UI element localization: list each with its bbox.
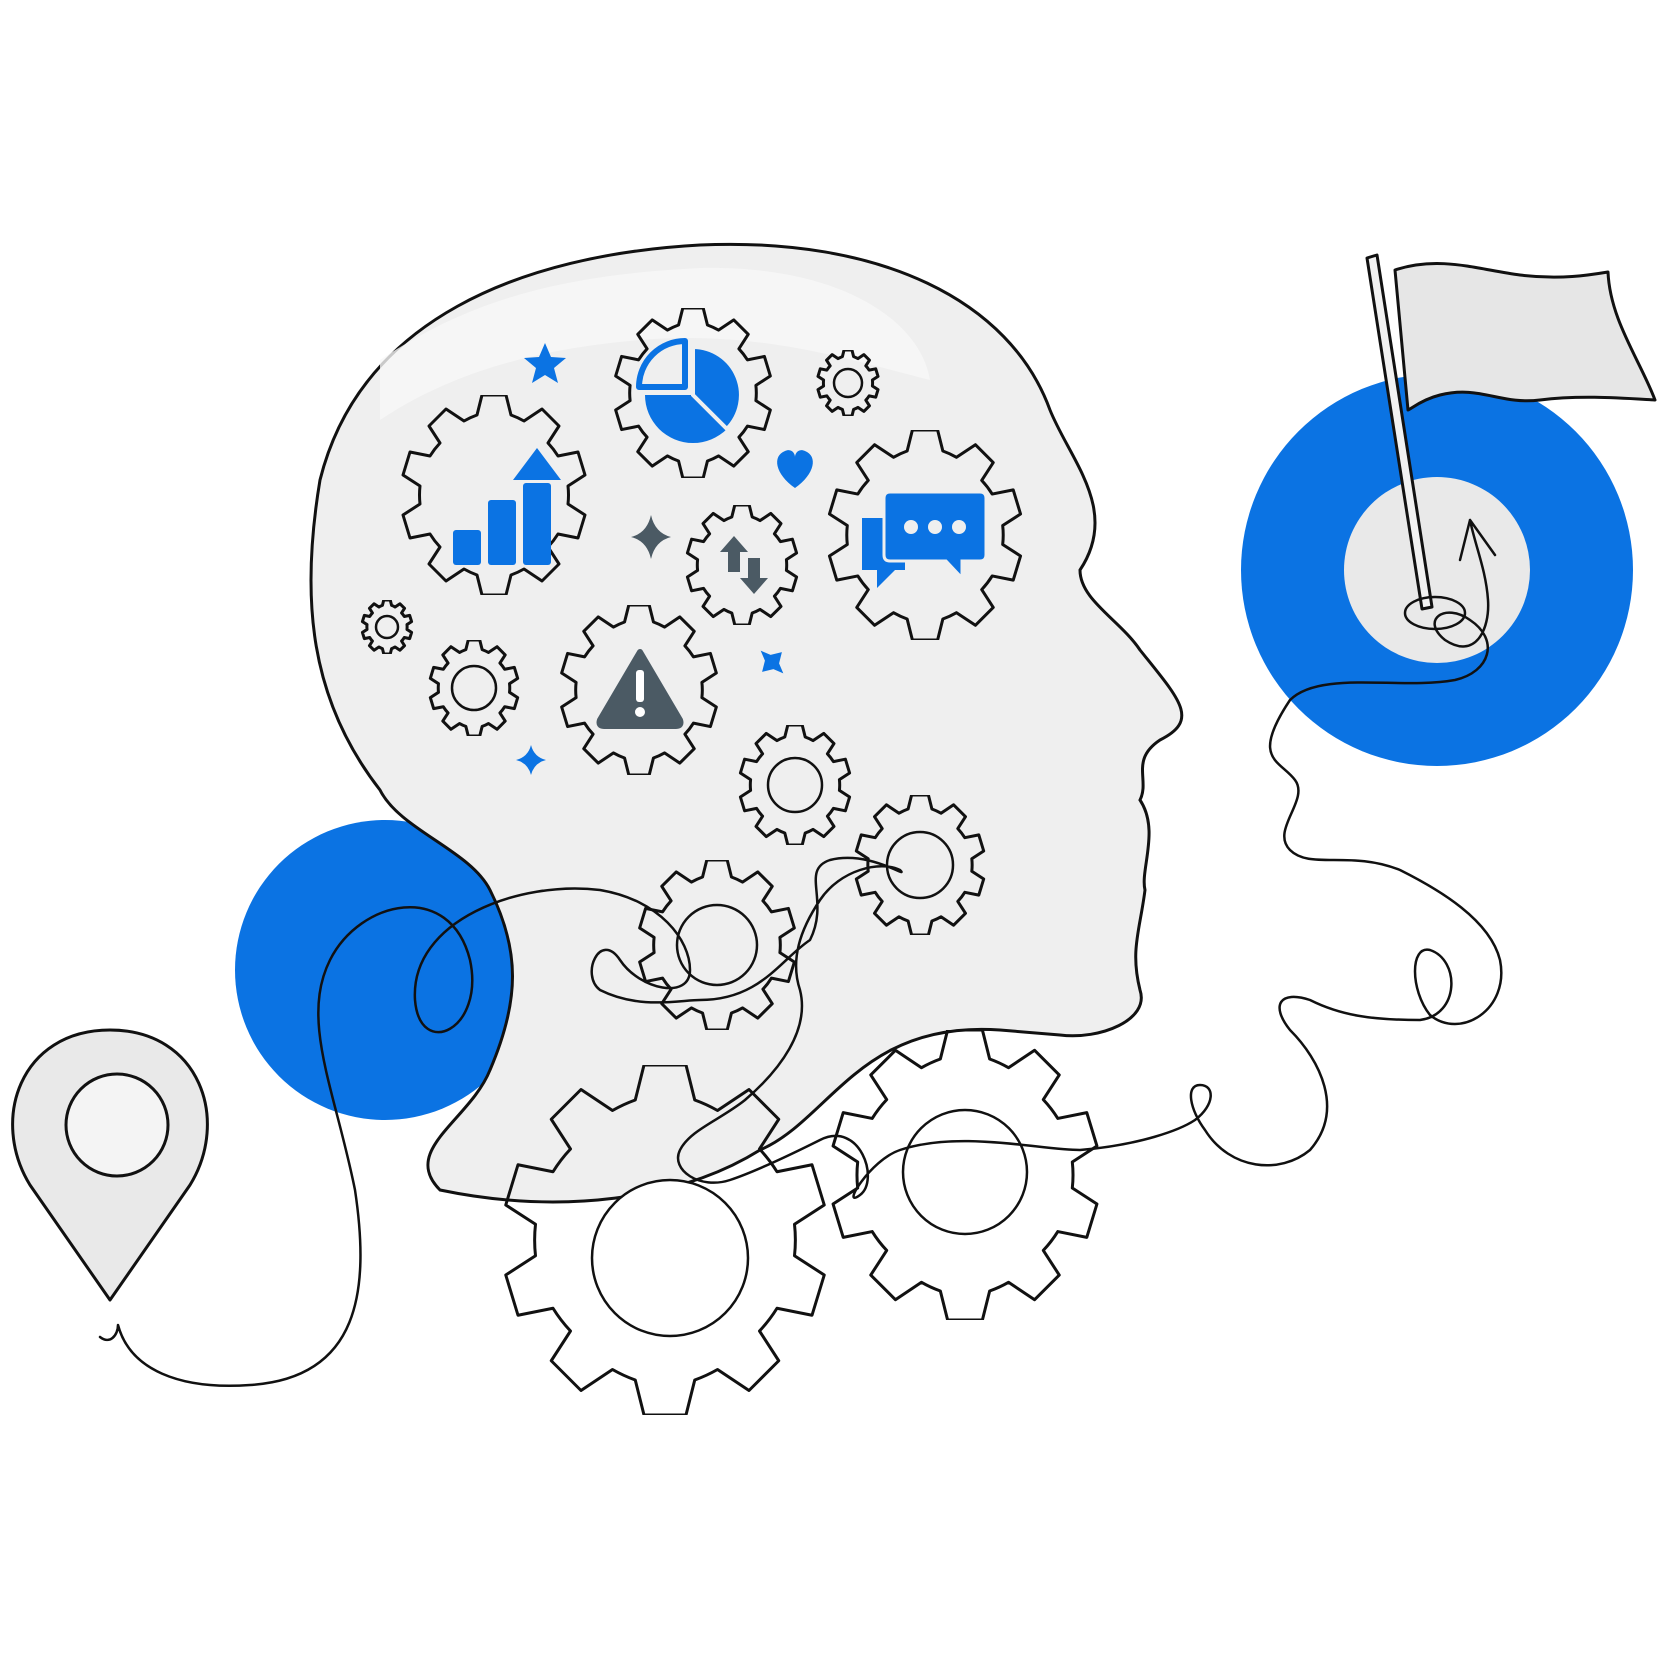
heart-icon — [777, 450, 813, 488]
pie-chart-icon — [636, 338, 743, 443]
blue-disc-left — [235, 820, 535, 1120]
chat-bubbles-icon — [862, 490, 988, 588]
gear-hub — [901, 1108, 1029, 1236]
gear-hub — [450, 664, 498, 712]
journey-path-line — [98, 518, 1503, 1387]
warning-icon — [596, 649, 684, 729]
sparkle-icon — [760, 650, 784, 674]
gear-hub — [766, 756, 824, 814]
gear-hub — [590, 1178, 750, 1338]
location-pin-icon — [11, 1028, 209, 1302]
gear-hub — [675, 903, 759, 987]
gear-hub — [832, 367, 864, 399]
ring-hole — [1344, 477, 1530, 663]
star-icon — [524, 343, 566, 383]
bar-chart-up-icon — [453, 448, 561, 565]
head-highlight — [380, 267, 930, 420]
flag-icon — [1365, 253, 1657, 631]
sparkle-icon — [516, 745, 546, 775]
gear-hub — [374, 614, 400, 640]
sparkle-icon — [631, 515, 671, 559]
up-down-arrows-icon — [720, 536, 768, 594]
